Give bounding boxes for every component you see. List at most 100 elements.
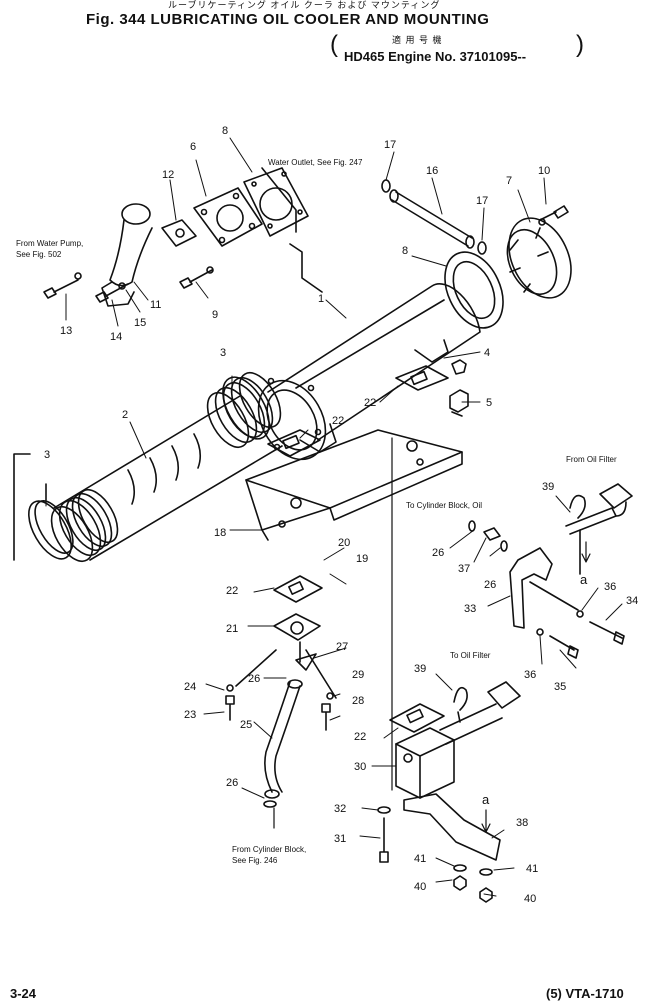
part-num-15: 15	[134, 317, 146, 329]
part-num-16: 16	[426, 165, 438, 177]
drain-cock	[449, 389, 469, 417]
part-num-7: 7	[506, 175, 512, 187]
part-num-25: 25	[240, 719, 252, 731]
part-num-19: 19	[356, 553, 368, 565]
callout-from-oil-filter: From Oil Filter	[566, 455, 617, 464]
washer-24	[226, 684, 234, 692]
bolt-34	[589, 621, 625, 645]
pipe-bracket	[509, 547, 579, 629]
part-num-a-lower: a	[482, 792, 490, 807]
page-number: 3-24	[10, 986, 37, 1001]
oil-pipe-lower	[439, 681, 521, 745]
nut-40-left	[453, 875, 467, 891]
part-num-22-c: 22	[226, 585, 238, 597]
part-num-17-b: 17	[476, 195, 488, 207]
callout-from-cylinder-block-1: From Cylinder Block,	[232, 845, 307, 854]
washer-41-left	[453, 864, 467, 872]
bolt-23	[225, 695, 235, 721]
part-num-1: 1	[318, 293, 324, 305]
washer-41-right	[479, 868, 493, 876]
end-cover	[506, 217, 572, 299]
oil-pipe-upper	[565, 483, 633, 575]
part-num-12: 12	[162, 169, 174, 181]
corrugated-hose	[50, 372, 283, 562]
part-num-34: 34	[626, 595, 638, 607]
part-num-29: 29	[352, 669, 364, 681]
part-num-40-a: 40	[414, 881, 426, 893]
part-num-3-b: 3	[44, 449, 50, 461]
o-ring-26-b	[500, 540, 508, 552]
applicability: HD465 Engine No. 37101095--	[344, 49, 527, 64]
outlet-flange	[193, 187, 263, 247]
hose-clamp-right	[222, 376, 270, 440]
part-num-20: 20	[338, 537, 350, 549]
part-num-10: 10	[538, 165, 550, 177]
part-num-36-b: 36	[524, 669, 536, 681]
part-num-32: 32	[334, 803, 346, 815]
elbow-gasket	[161, 219, 197, 247]
part-num-26-d: 26	[226, 777, 238, 789]
japanese-applicability: 適 用 号 機	[392, 35, 443, 45]
part-num-26-a: 26	[432, 547, 444, 559]
nut-40-right	[479, 887, 493, 903]
lower-bracket-38	[403, 793, 501, 861]
part-num-a-upper: a	[580, 572, 588, 587]
part-num-39-a: 39	[542, 481, 554, 493]
part-num-14: 14	[110, 331, 122, 343]
part-num-40-b: 40	[524, 893, 536, 905]
part-num-39-b: 39	[414, 663, 426, 675]
washer-29	[326, 692, 334, 700]
figure-title: Fig. 344 LUBRICATING OIL COOLER AND MOUN…	[86, 11, 490, 28]
hose-clamp-left	[28, 500, 72, 560]
oil-hose-25	[264, 679, 303, 799]
washer-36-lower	[536, 628, 544, 636]
bolt-13	[43, 279, 79, 299]
part-number-labels: 1 2 3 3 4 5 6 7 8 8 9 10 11 12 13 14 15 …	[44, 125, 638, 905]
bolt-14	[95, 282, 129, 303]
support-bracket	[245, 429, 463, 541]
gasket-lower	[389, 703, 445, 733]
part-num-24: 24	[184, 681, 196, 693]
part-num-38: 38	[516, 817, 528, 829]
callout-to-cylinder-block: To Cylinder Block, Oil	[406, 501, 483, 510]
part-num-4: 4	[484, 347, 490, 359]
part-num-28: 28	[352, 695, 364, 707]
union-27	[295, 653, 317, 671]
bolt-35	[549, 635, 579, 659]
callout-water-outlet: Water Outlet, See Fig. 247	[268, 158, 363, 167]
o-ring-26-a	[468, 520, 476, 532]
part-num-31: 31	[334, 833, 346, 845]
flange-21	[273, 613, 321, 641]
part-num-8-b: 8	[402, 245, 408, 257]
part-num-30: 30	[354, 761, 366, 773]
connector-37	[483, 527, 501, 541]
part-num-22-a: 22	[332, 415, 344, 427]
part-num-33: 33	[464, 603, 476, 615]
block-30	[395, 727, 455, 799]
flange-gasket-upper	[243, 167, 309, 237]
drawing-code: (5) VTA-1710	[546, 986, 624, 1001]
drain-plug	[451, 359, 467, 375]
part-num-17-a: 17	[384, 139, 396, 151]
part-num-9: 9	[212, 309, 218, 321]
o-ring-17-lower	[477, 241, 487, 255]
part-num-8-a: 8	[222, 125, 228, 137]
callout-from-cylinder-block-2: See Fig. 246	[232, 856, 278, 865]
gasket-upper-left	[267, 429, 321, 457]
part-num-22-d: 22	[354, 731, 366, 743]
part-num-3-a: 3	[220, 347, 226, 359]
paren-left: (	[330, 31, 338, 58]
part-num-26-c: 26	[248, 673, 260, 685]
gasket-upper-right	[395, 365, 449, 391]
japanese-title: ルーブリケーティング オイル クーラ および マウンティング	[168, 0, 441, 10]
bolt-28	[321, 703, 331, 731]
part-num-22-b: 22	[364, 397, 376, 409]
part-num-36-a: 36	[604, 581, 616, 593]
washer-32	[377, 806, 391, 814]
washer-36-upper	[576, 610, 584, 618]
washer-15	[74, 272, 82, 280]
gasket-middle	[273, 575, 323, 603]
bolt-31	[379, 817, 389, 863]
part-num-21: 21	[226, 623, 238, 635]
